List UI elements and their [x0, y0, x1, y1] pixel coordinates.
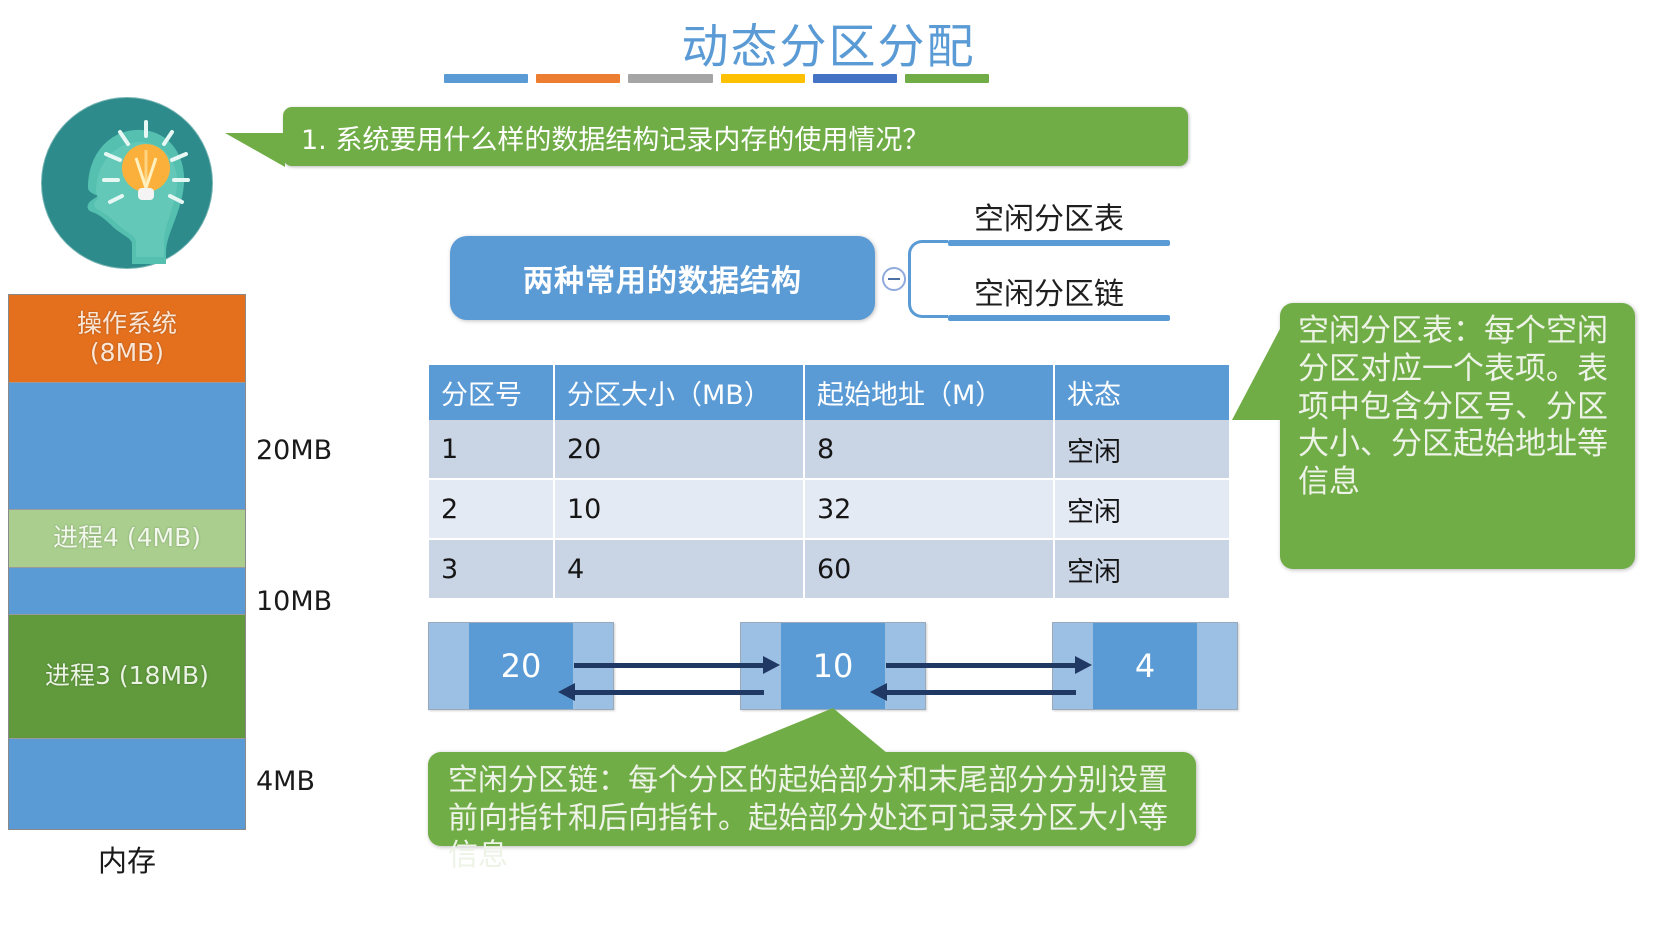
- memory-block-label: (8MB): [89, 337, 165, 367]
- bar-green: [904, 74, 990, 83]
- table-header-cell-2: 分区大小（MB）: [554, 365, 805, 420]
- node-head-pointer-field: [429, 623, 469, 709]
- mindmap-branch-line-1: [948, 240, 1170, 246]
- bar-orange: [536, 74, 621, 83]
- bar-navy: [812, 74, 897, 83]
- title-accent-bars: [444, 74, 990, 83]
- bar-yellow: [720, 74, 805, 83]
- mindmap: 两种常用的数据结构 空闲分区表 空闲分区链: [450, 195, 1170, 340]
- brain-lightbulb-icon: [36, 92, 218, 274]
- node-tail-pointer-field: [1197, 623, 1237, 709]
- pointer-arrow-right: [886, 656, 1092, 674]
- table-header-cell-3: 起始地址（M）: [804, 365, 1055, 420]
- memory-block-2: [9, 383, 245, 510]
- node-size-value: 4: [1093, 623, 1197, 709]
- table-header-cell-4: 状态: [1054, 365, 1229, 420]
- memory-caption: 内存: [97, 844, 156, 878]
- memory-block-label: 操作系统: [76, 308, 177, 338]
- table-cell: 1: [429, 420, 555, 480]
- mindmap-root-node[interactable]: 两种常用的数据结构: [450, 236, 875, 320]
- memory-block-1: 操作系统(8MB): [9, 295, 245, 383]
- pointer-arrow-right: [574, 656, 780, 674]
- memory-size-label-1: 20MB: [256, 435, 333, 466]
- memory-block-4: [9, 568, 245, 615]
- memory-layout-diagram: 操作系统(8MB) 进程4 (4MB) 进程3 (18MB): [8, 294, 246, 830]
- page-title: 动态分区分配: [681, 20, 976, 75]
- table-cell: 空闲: [1054, 539, 1229, 600]
- table-cell: 20: [554, 420, 805, 480]
- free-partition-chain-callout: 空闲分区链：每个分区的起始部分和末尾部分分别设置前向指针和后向指针。起始部分处还…: [428, 708, 1196, 873]
- table-cell: 2: [429, 479, 555, 540]
- callout-tail: [1232, 325, 1282, 420]
- table-cell: 8: [804, 420, 1055, 480]
- table-cell: 32: [804, 479, 1055, 540]
- memory-size-label-2: 10MB: [256, 586, 333, 617]
- memory-block-label: 进程4 (4MB): [53, 523, 201, 553]
- free-partition-linked-list: 20 10 4: [428, 622, 1240, 710]
- brain-lightbulb-svg: [40, 96, 214, 270]
- memory-size-labels: 20MB 10MB 4MB: [256, 294, 396, 834]
- memory-size-label-3: 4MB: [256, 766, 315, 797]
- memory-block-label: 进程3 (18MB): [45, 661, 209, 691]
- mindmap-branch-connector: [908, 240, 948, 318]
- table-cell: 4: [554, 539, 805, 600]
- table-callout-text: 空闲分区表：每个空闲分区对应一个表项。表项中包含分区号、分区大小、分区起始地址等…: [1298, 313, 1608, 501]
- table-cell: 空闲: [1054, 479, 1229, 540]
- table-header-row: 分区号分区大小（MB）起始地址（M）状态: [429, 365, 1229, 420]
- chain-callout-text: 空闲分区链：每个分区的起始部分和末尾部分分别设置前向指针和后向指针。起始部分处还…: [448, 763, 1168, 873]
- linked-list-node-3: 4: [1052, 622, 1238, 710]
- table-header-cell-1: 分区号: [429, 365, 555, 420]
- free-partition-table-callout: 空闲分区表：每个空闲分区对应一个表项。表项中包含分区号、分区大小、分区起始地址等…: [1232, 303, 1635, 569]
- question-text: 1. 系统要用什么样的数据结构记录内存的使用情况？: [301, 125, 930, 156]
- pointer-arrow-left: [558, 683, 764, 701]
- bar-gray: [628, 74, 713, 83]
- question-callout: 1. 系统要用什么样的数据结构记录内存的使用情况？: [225, 107, 1188, 167]
- table-cell: 60: [804, 539, 1055, 600]
- callout-tail: [225, 133, 285, 167]
- table-cell: 3: [429, 539, 555, 600]
- table-cell: 空闲: [1054, 420, 1229, 480]
- mindmap-branch-line-2: [948, 315, 1170, 321]
- bar-blue: [444, 74, 529, 83]
- mindmap-branch-label-2[interactable]: 空闲分区链: [974, 277, 1124, 312]
- pointer-arrow-left: [870, 683, 1076, 701]
- minus-circle-icon[interactable]: [882, 267, 906, 291]
- callout-tail: [723, 708, 887, 753]
- memory-block-6: [9, 739, 245, 829]
- node-size-value: 20: [469, 623, 573, 709]
- memory-block-5: 进程3 (18MB): [9, 615, 245, 739]
- memory-block-3: 进程4 (4MB): [9, 510, 245, 568]
- table-cell: 10: [554, 479, 805, 540]
- mindmap-branch-label-1[interactable]: 空闲分区表: [974, 202, 1124, 237]
- node-size-value: 10: [781, 623, 885, 709]
